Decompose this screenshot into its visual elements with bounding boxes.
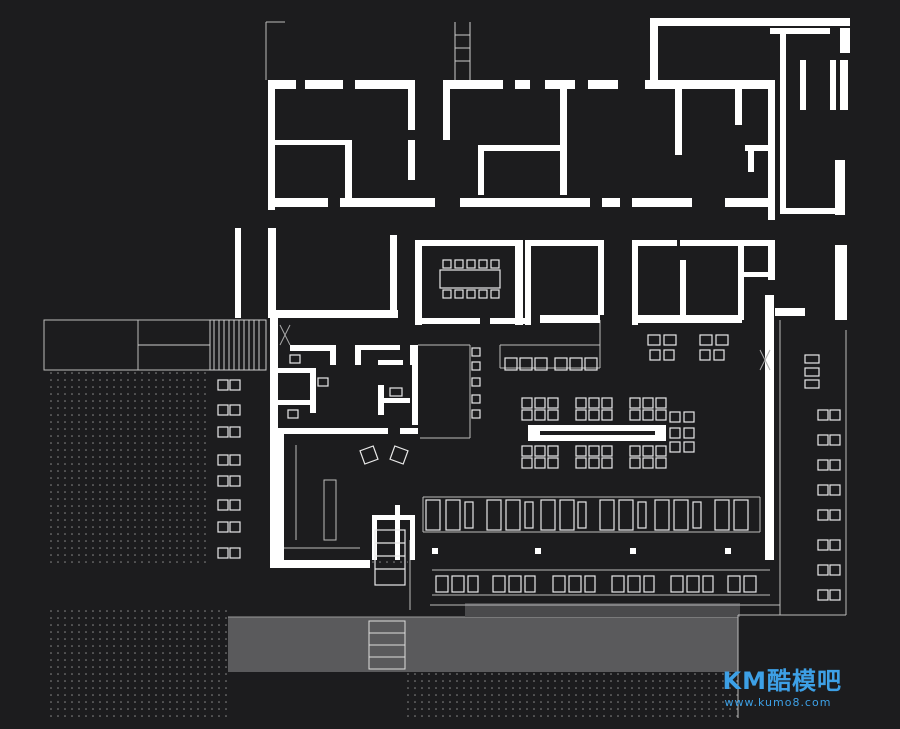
furniture: [217, 259, 841, 601]
landscape-hatch: [45, 370, 738, 718]
watermark-url: www.kumo8.com: [724, 696, 832, 709]
watermark-brand: KM酷模吧: [722, 667, 842, 695]
bar-counter-inlay: [540, 431, 655, 435]
walls: [235, 18, 850, 568]
terrace-platform: [228, 617, 738, 672]
watermark: KM酷模吧 www.kumo8.com: [723, 666, 842, 710]
staircase: [138, 22, 471, 371]
terrace-steps: [368, 620, 406, 670]
terrace-extension: [465, 603, 740, 617]
column-hatch: [279, 324, 771, 371]
